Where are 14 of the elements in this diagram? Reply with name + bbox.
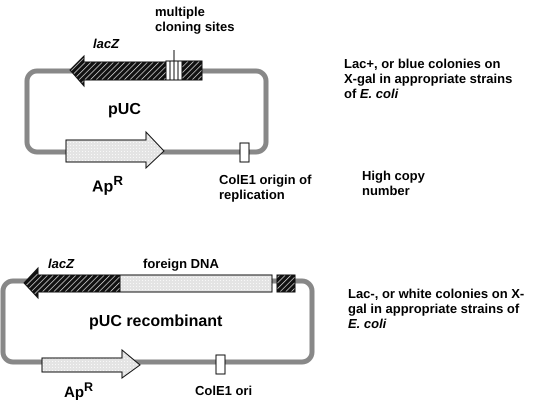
- insert-label: foreign DNA: [143, 256, 219, 271]
- gene-label: Ap$^{R}$: [92, 172, 123, 198]
- plasmid-name: pUC: [108, 100, 141, 120]
- gene-label: lacZ: [93, 36, 120, 51]
- origin-label: ColE1 ori: [195, 383, 252, 398]
- gene-label: Ap$^{R}$: [64, 379, 94, 400]
- cloning-site-box: [166, 60, 182, 80]
- note-text: Lac-, or white colonies on X-gal in appropriate strains of E. coli: [348, 286, 526, 331]
- plasmid-name: pUC recombinant: [89, 312, 222, 332]
- note-text: Lac+, or blue colonies on X-gal in appropriate strains of E. coli: [344, 56, 514, 101]
- origin-label: ColE1 origin of replication: [219, 172, 312, 202]
- gene-label: lacZ: [48, 256, 74, 271]
- annotation-text: multiple cloning sites: [155, 4, 235, 34]
- note-text: High copy number: [362, 168, 426, 198]
